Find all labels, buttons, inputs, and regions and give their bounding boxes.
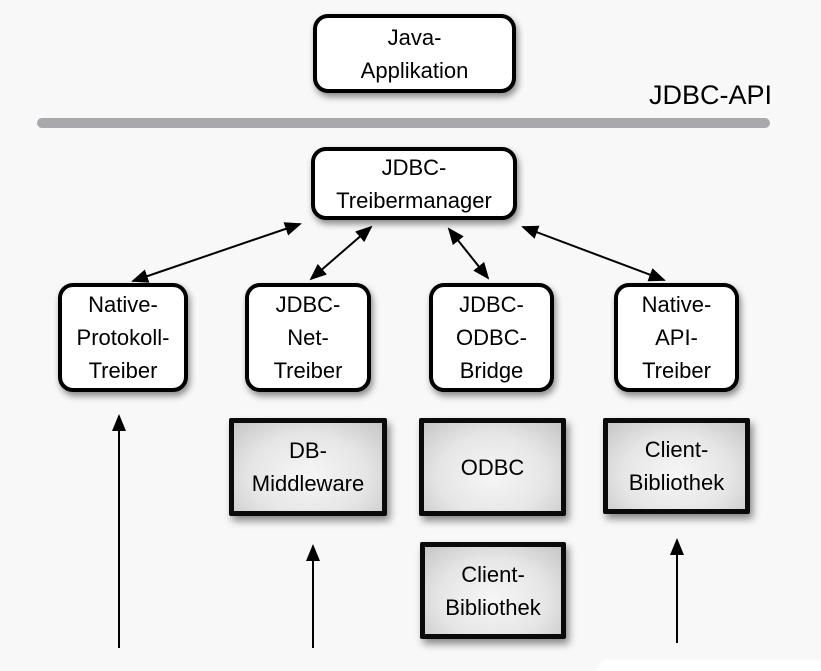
arrow-manager-native-protokoll [131,222,302,283]
node-label-line: API- [655,325,698,350]
node-jdbc-treibermanager: JDBC- Treibermanager [311,147,517,220]
node-label-line: ODBC- [456,325,527,350]
jdbc-api-label: JDBC-API [648,80,772,110]
node-label-line: Client- [461,561,525,587]
node-label-line: Bibliothek [628,470,725,495]
node-label-line: Bridge [459,358,524,383]
node-label-line: Applikation [360,57,469,83]
jdbc-api-divider-line [37,118,770,128]
node-java-application: Java- Applikation [313,14,516,93]
node-label-line: Native- [88,292,158,317]
node-db-middleware: DB- Middleware [229,418,387,516]
node-label-line: JDBC- [459,292,524,317]
node-client-bibliothek-center: Client- Bibliothek [420,542,566,639]
arrow-manager-jdbc-odbc [447,227,490,280]
node-label-line: Treiber [88,358,158,383]
node-label-line: JDBC- [275,292,341,317]
node-label-line: Client- [644,437,709,462]
node-label-line: Net- [287,325,329,350]
node-label-line: Protokoll- [76,325,170,350]
node-label-line: Treibermanager [336,187,492,213]
node-native-protokoll-treiber: Native- Protokoll- Treiber [58,283,188,392]
bottom-right-partial-box [597,660,821,671]
arrow-manager-jdbc-net [309,225,373,281]
node-label-line: Native- [641,292,712,317]
node-client-bibliothek-right: Client- Bibliothek [603,418,750,514]
node-label-line: Bibliothek [445,594,541,620]
node-label-line: ODBC [460,454,525,480]
node-label-line: Treiber [642,358,711,383]
node-jdbc-net-treiber: JDBC- Net- Treiber [245,283,371,392]
node-label-line: Java- [387,24,442,50]
node-native-api-treiber: Native- API- Treiber [614,283,739,392]
node-label-line: DB- [289,438,327,463]
arrow-manager-native-api [521,225,666,282]
node-label-line: Middleware [251,471,365,496]
node-odbc: ODBC [419,418,566,516]
node-label-line: JDBC- [381,154,447,180]
node-label-line: Treiber [273,358,343,383]
node-jdbc-odbc-bridge: JDBC- ODBC- Bridge [429,283,554,392]
